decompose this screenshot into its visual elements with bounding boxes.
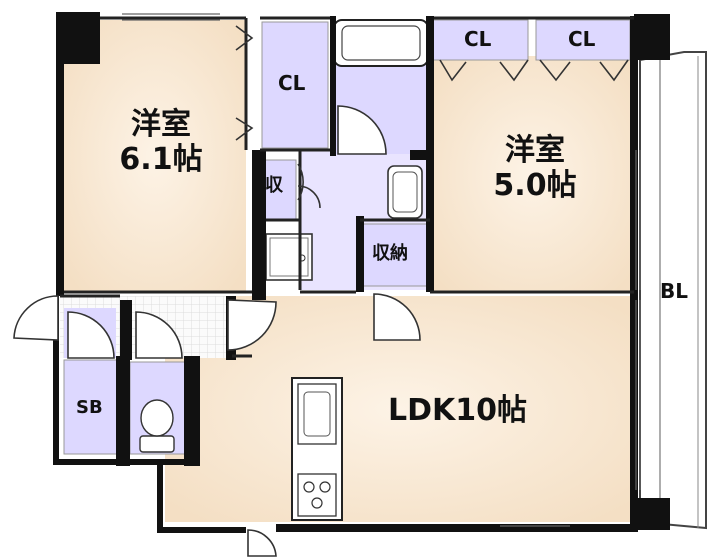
west-bedroom-floor — [64, 20, 246, 292]
west-bedroom-label: 洋室 6.1帖 — [96, 107, 226, 177]
closet-east-1-fill — [431, 19, 529, 61]
east-bedroom-label: 洋室 5.0帖 — [470, 133, 600, 203]
toilet-fixture — [139, 399, 175, 453]
ldk-label: LDK10帖 — [388, 393, 528, 428]
windows — [122, 13, 641, 527]
door-swings — [13, 105, 421, 557]
balcony-label: BL — [660, 279, 688, 303]
interior-walls — [60, 16, 634, 358]
west-bedroom-name: 洋室 — [131, 107, 191, 142]
closet-east-1-label: CL — [464, 27, 492, 51]
closet-west-label: CL — [278, 71, 306, 95]
storage-label: 収納 — [372, 243, 408, 264]
closet-east-2-fill — [535, 19, 631, 61]
storage-fill — [361, 223, 429, 287]
storage-small-fill — [261, 159, 297, 221]
shoe-box-label: SB — [76, 397, 103, 418]
closet-east-2-label: CL — [568, 27, 596, 51]
folding-doors — [235, 25, 629, 141]
east-bedroom-name: 洋室 — [505, 133, 565, 168]
storage-small-label: 収 — [265, 175, 283, 196]
west-bedroom-size: 6.1帖 — [119, 141, 203, 177]
east-bedroom-floor — [430, 56, 634, 292]
kitchen-stove — [297, 473, 337, 517]
closet-west-fill — [261, 21, 329, 149]
wall-posts — [56, 14, 670, 530]
ldk-floor — [165, 296, 634, 522]
east-bedroom-size: 5.0帖 — [493, 167, 577, 203]
